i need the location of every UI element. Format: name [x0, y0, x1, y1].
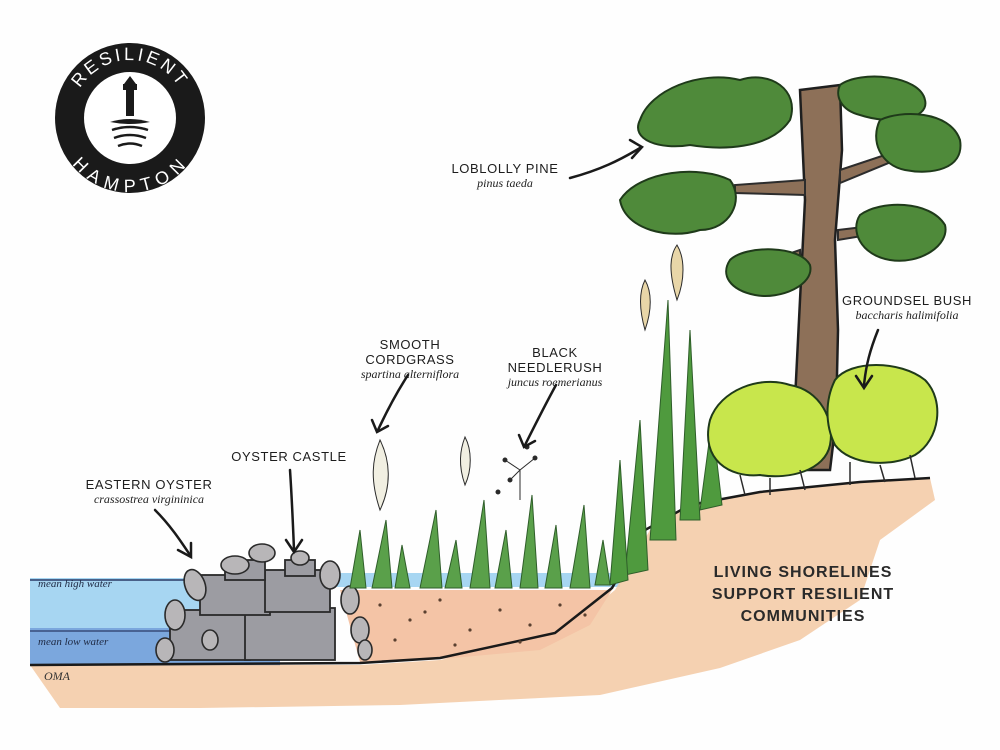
shrub-stems	[739, 454, 916, 496]
label-loblolly-pine: LOBLOLLY PINE pinus taeda	[440, 161, 570, 191]
needlerush-latin-name: juncus roemerianus	[507, 374, 603, 389]
arrow-needlerush	[523, 383, 558, 447]
arrowhead-eastern-oyster	[176, 541, 193, 560]
marsh-grass	[349, 494, 611, 589]
groundsel-shrubs	[707, 364, 939, 478]
cordgrass-seed-heads	[372, 435, 471, 512]
headline: LIVING SHORELINES SUPPORT RESILIENT COMM…	[688, 562, 918, 628]
mean-low-water-label: mean low water	[38, 636, 109, 648]
headline-line-2: SUPPORT RESILIENT	[711, 586, 895, 603]
arrowhead-loblolly-pine	[628, 138, 644, 160]
label-smooth-cordgrass: SMOOTH CORDGRASS spartina alterniflora	[336, 337, 484, 382]
sand-dots	[378, 598, 587, 647]
arrow-eastern-oyster	[153, 508, 192, 557]
artist-signature: OMA	[44, 669, 70, 683]
groundsel-latin-name: baccharis halimifolia	[855, 307, 959, 322]
headline-line-1: LIVING SHORELINES	[713, 564, 893, 581]
upland-grass	[609, 299, 723, 586]
needlerush-common-name: BLACK NEEDLERUSH	[507, 345, 603, 375]
cordgrass-latin-name: spartina alterniflora	[360, 366, 460, 381]
cordgrass-common-name: SMOOTH CORDGRASS	[365, 337, 455, 367]
soil-wash	[30, 478, 935, 708]
needlerush-flowers	[495, 444, 538, 500]
headline-line-3: COMMUNITIES	[740, 608, 866, 625]
label-groundsel-bush: GROUNDSEL BUSH baccharis halimifolia	[832, 293, 982, 323]
annotation-arrows	[153, 138, 880, 560]
arrowhead-cordgrass	[370, 418, 390, 434]
groundsel-common-name: GROUNDSEL BUSH	[842, 293, 972, 308]
label-black-needlerush: BLACK NEEDLERUSH juncus roemerianus	[490, 345, 620, 390]
marsh-sand	[340, 590, 612, 662]
arrow-groundsel-bush	[862, 328, 880, 387]
loblolly-common-name: LOBLOLLY PINE	[451, 161, 559, 176]
resilient-hampton-logo: RESILIENT HAMPTON	[55, 43, 205, 196]
oyster-castle-name: OYSTER CASTLE	[231, 449, 347, 464]
label-eastern-oyster: EASTERN OYSTER crassostrea virgininica	[74, 477, 224, 507]
mean-high-water-label: mean high water	[38, 578, 112, 590]
eastern-oyster-common-name: EASTERN OYSTER	[85, 477, 213, 492]
arrowhead-needlerush	[517, 433, 537, 449]
arrowhead-oyster-castle	[284, 538, 304, 555]
lighthouse-icon	[110, 76, 150, 148]
loblolly-latin-name: pinus taeda	[477, 175, 533, 190]
oyster-shells	[155, 543, 373, 663]
arrow-loblolly-pine	[568, 146, 642, 180]
arrow-cordgrass	[376, 373, 410, 432]
label-oyster-castle: OYSTER CASTLE	[228, 449, 350, 465]
arrowhead-groundsel-bush	[854, 374, 874, 391]
eastern-oyster-latin-name: crassostrea virgininica	[93, 491, 205, 506]
pine-foliage	[618, 75, 962, 297]
grass-seed-heads	[640, 244, 684, 332]
arrow-oyster-castle	[288, 468, 296, 552]
